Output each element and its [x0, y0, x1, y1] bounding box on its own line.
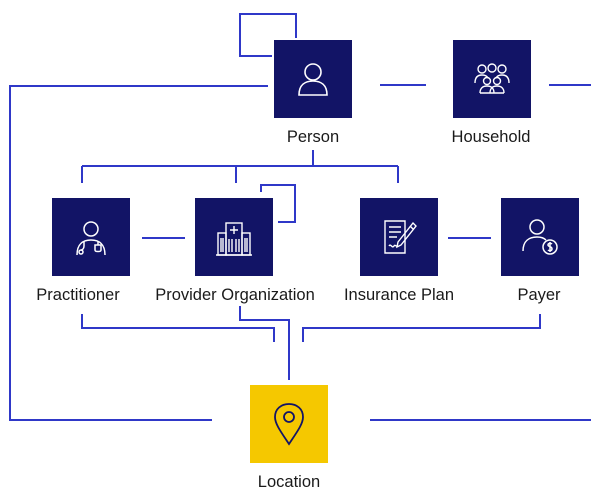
person-self-loop — [239, 13, 297, 57]
person-node[interactable] — [274, 40, 352, 118]
doctor-icon — [76, 221, 106, 256]
practitioner-node[interactable] — [52, 198, 130, 276]
location-label: Location — [257, 473, 321, 491]
document-pen-icon — [384, 220, 417, 254]
location-node[interactable] — [250, 385, 328, 463]
person-icon — [298, 63, 328, 96]
insurance-plan-node[interactable] — [360, 198, 438, 276]
provider-location-link — [239, 306, 290, 380]
provider-self-loop — [260, 184, 296, 223]
payer-label: Payer — [517, 286, 561, 304]
payer-location-link — [302, 314, 541, 342]
payer-node[interactable] — [501, 198, 579, 276]
person-label: Person — [286, 128, 340, 146]
person-dollar-icon — [522, 219, 558, 255]
insurance-plan-label: Insurance Plan — [343, 286, 455, 304]
hospital-building-icon — [216, 222, 252, 256]
provider-organization-label: Provider Organization — [155, 286, 315, 304]
household-label: Household — [451, 128, 531, 146]
person-location-outer-link — [9, 85, 268, 421]
group-icon — [474, 63, 510, 94]
practitioner-label: Practitioner — [36, 286, 120, 304]
practitioner-location-link — [81, 314, 275, 342]
provider-organization-node[interactable] — [195, 198, 273, 276]
map-pin-icon — [274, 403, 304, 446]
household-node[interactable] — [453, 40, 531, 118]
